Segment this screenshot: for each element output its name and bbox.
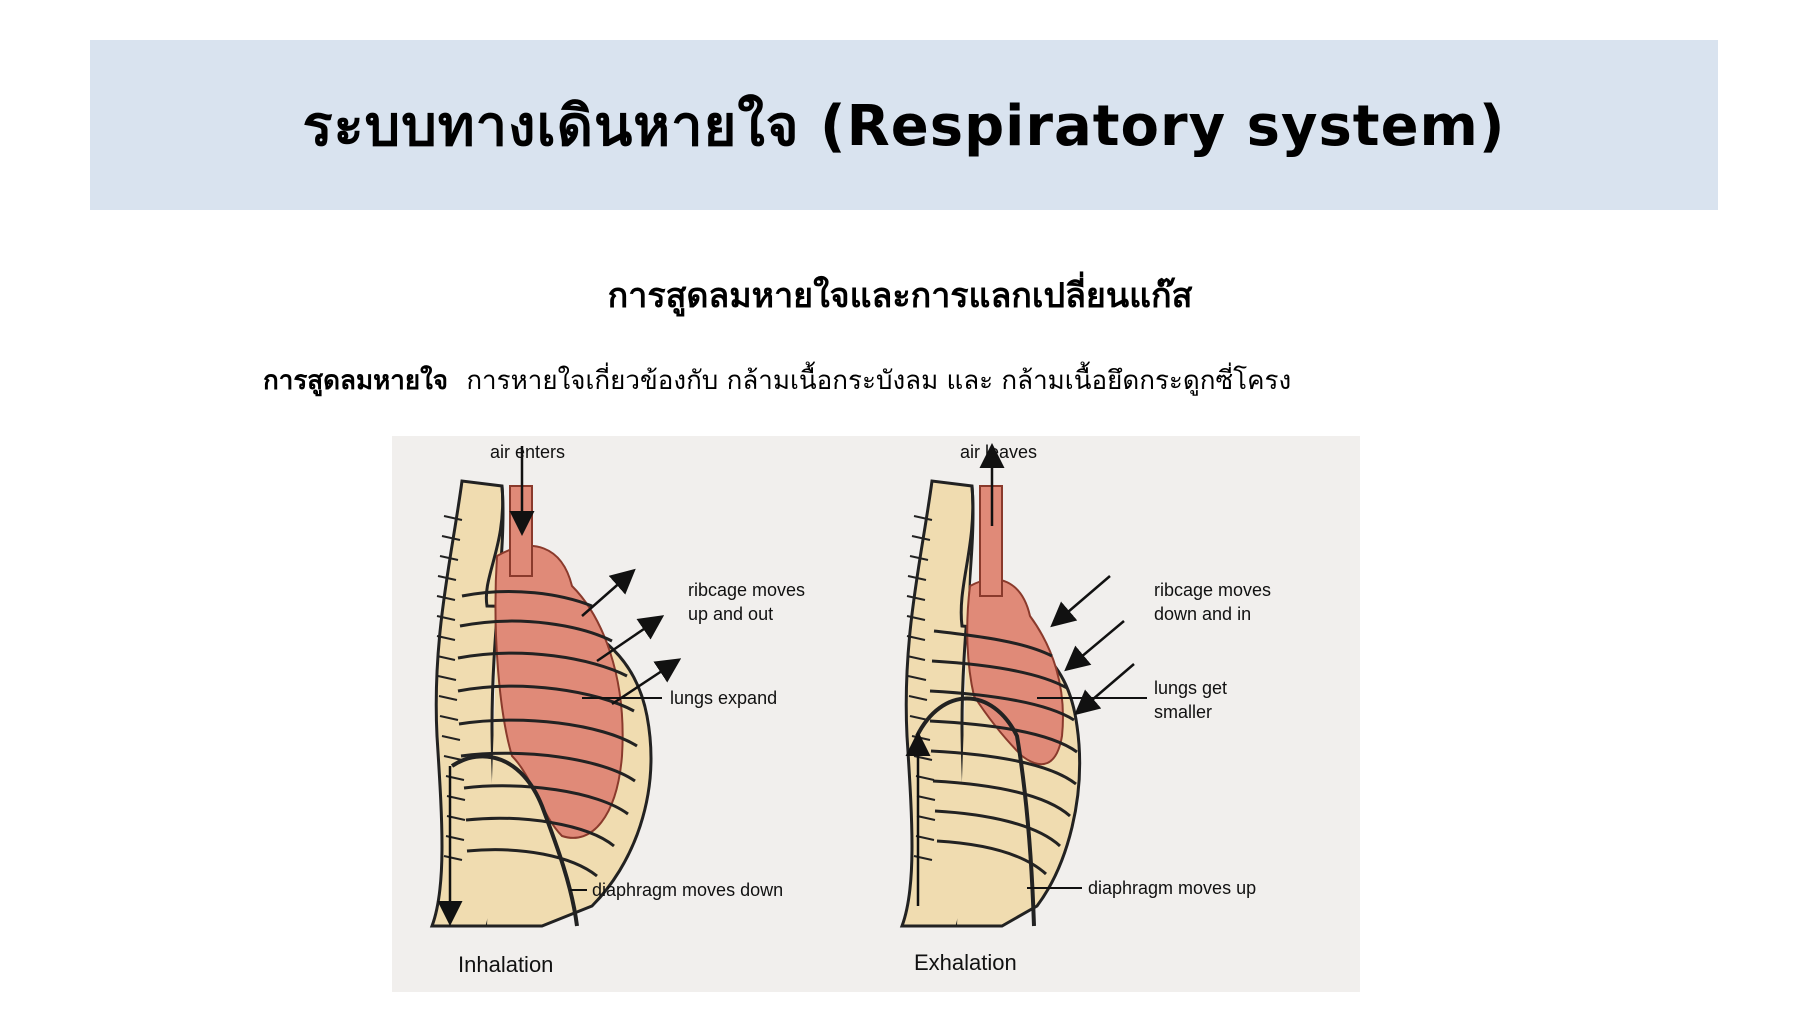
inhalation-figure: air enters ribcage moves up and out lung…	[429, 442, 805, 977]
ribcage-down-arrow-2	[1064, 620, 1125, 672]
air-leaves-label: air leaves	[960, 442, 1037, 462]
ribcage-down-label-2: down and in	[1154, 604, 1251, 624]
ribcage-down-label-1: ribcage moves	[1154, 580, 1271, 600]
exhalation-ribs	[929, 629, 1078, 876]
diaphragm-up-label: diaphragm moves up	[1088, 878, 1256, 898]
intro-lead: การสูดลมหายใจ	[263, 366, 449, 396]
breathing-diagram-svg: air enters ribcage moves up and out lung…	[429, 442, 1271, 977]
air-enters-label: air enters	[490, 442, 565, 462]
inhalation-caption: Inhalation	[458, 952, 553, 977]
inhalation-ribs	[457, 589, 638, 878]
ribcage-up-arrow-3	[611, 658, 682, 706]
lungs-expand-label: lungs expand	[670, 688, 777, 708]
title-banner: ระบบทางเดินหายใจ (Respiratory system)	[90, 40, 1718, 210]
inhalation-lungs	[494, 545, 624, 839]
breathing-diagram: air enters ribcage moves up and out lung…	[392, 436, 1360, 992]
exhalation-diaphragm	[915, 696, 1036, 927]
inhalation-diaphragm	[450, 754, 579, 927]
page-title: ระบบทางเดินหายใจ (Respiratory system)	[302, 93, 1506, 159]
intro-text: การหายใจเกี่ยวข้องกับ กล้ามเนื้อกระบังลม…	[466, 366, 1292, 396]
exhalation-figure: air leaves ribcage moves down and in lun…	[899, 442, 1271, 975]
diaphragm-down-label: diaphragm moves down	[592, 880, 783, 900]
ribcage-up-arrow-2	[596, 615, 665, 663]
lungs-smaller-label-1: lungs get	[1154, 678, 1227, 698]
ribcage-up-label-1: ribcage moves	[688, 580, 805, 600]
section-subtitle: การสูดลมหายใจและการแลกเปลี่ยนแก๊ส	[607, 276, 1193, 316]
ribcage-down-arrow-1	[1050, 575, 1111, 628]
lungs-smaller-label-2: smaller	[1154, 702, 1212, 722]
ribcage-up-label-2: up and out	[688, 604, 773, 624]
intro-paragraph: การสูดลมหายใจ การหายใจเกี่ยวข้องกับ กล้า…	[263, 360, 1563, 401]
ribcage-up-arrow-1	[581, 568, 636, 617]
exhalation-caption: Exhalation	[914, 950, 1017, 975]
ribcage-down-arrow-3	[1074, 663, 1135, 716]
